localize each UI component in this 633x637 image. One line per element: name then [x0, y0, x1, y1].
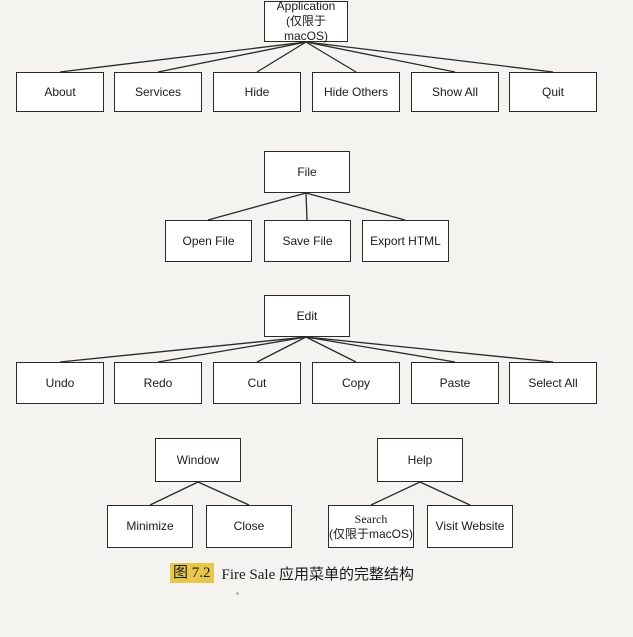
paper-speck	[236, 592, 239, 595]
quit-node: Quit	[509, 72, 597, 112]
show-all-node: Show All	[411, 72, 499, 112]
select-all-node: Select All	[509, 362, 597, 404]
export-html-node: Export HTML	[362, 220, 449, 262]
node-label: Window	[176, 452, 220, 467]
undo-node: Undo	[16, 362, 104, 404]
node-label: Help	[407, 452, 433, 467]
connector	[305, 41, 554, 73]
connector	[305, 192, 406, 221]
help-root-node: Help	[377, 438, 463, 482]
figure-caption: 图 7.2 Fire Sale 应用菜单的完整结构	[170, 562, 414, 584]
connector	[149, 481, 199, 506]
node-label: Redo	[143, 375, 173, 390]
application-root-node: Application (仅限于macOS)	[264, 0, 348, 43]
node-label: Undo	[45, 375, 75, 390]
redo-node: Redo	[114, 362, 202, 404]
connector	[305, 41, 357, 73]
connector	[59, 336, 307, 363]
node-label: Application	[276, 0, 336, 13]
node-label: About	[44, 84, 76, 99]
hide-node: Hide	[213, 72, 301, 112]
connector	[157, 336, 307, 363]
connector	[305, 336, 554, 363]
file-root-node: File	[264, 151, 350, 193]
node-label: Save File	[282, 233, 333, 248]
minimize-node: Minimize	[107, 505, 193, 548]
connector	[305, 336, 357, 363]
connector	[256, 41, 307, 73]
edit-root-node: Edit	[264, 295, 350, 337]
services-node: Services	[114, 72, 202, 112]
search-node: Search (仅限于macOS)	[328, 505, 414, 548]
node-sublabel: (仅限于macOS)	[329, 526, 414, 541]
node-label: Copy	[341, 375, 370, 390]
visit-website-node: Visit Website	[427, 505, 513, 548]
connector	[59, 41, 307, 73]
close-node: Close	[206, 505, 292, 548]
figure-caption-text: Fire Sale 应用菜单的完整结构	[221, 566, 415, 583]
connector	[197, 481, 250, 506]
node-label: Show All	[431, 84, 479, 99]
node-label: Open File	[182, 233, 235, 248]
node-label: Visit Website	[435, 519, 505, 533]
save-file-node: Save File	[264, 220, 351, 262]
connector	[419, 481, 471, 506]
node-label: File	[297, 164, 317, 179]
copy-node: Copy	[312, 362, 400, 404]
paste-node: Paste	[411, 362, 499, 404]
connector	[305, 336, 456, 363]
node-label: Search	[354, 511, 388, 526]
connector	[207, 192, 307, 221]
node-label: Close	[233, 519, 265, 533]
node-label: Export HTML	[370, 233, 441, 248]
cut-node: Cut	[213, 362, 301, 404]
connector	[305, 41, 456, 73]
node-label: Services	[134, 84, 181, 99]
connector	[370, 481, 421, 506]
figure-number: 图 7.2	[170, 563, 214, 583]
about-node: About	[16, 72, 104, 112]
node-label: Cut	[247, 375, 267, 390]
node-label: Minimize	[126, 519, 174, 533]
node-label: Hide	[244, 84, 270, 99]
connector	[305, 192, 308, 221]
node-label: Edit	[296, 308, 318, 323]
node-sublabel: (仅限于macOS)	[283, 14, 328, 43]
open-file-node: Open File	[165, 220, 252, 262]
connector	[157, 41, 307, 73]
window-root-node: Window	[155, 438, 241, 482]
hide-others-node: Hide Others	[312, 72, 400, 112]
node-label: Quit	[541, 84, 564, 99]
connector	[256, 336, 307, 363]
node-label: Paste	[439, 375, 471, 390]
node-label: Hide Others	[323, 84, 389, 99]
node-label: Select All	[528, 375, 578, 390]
